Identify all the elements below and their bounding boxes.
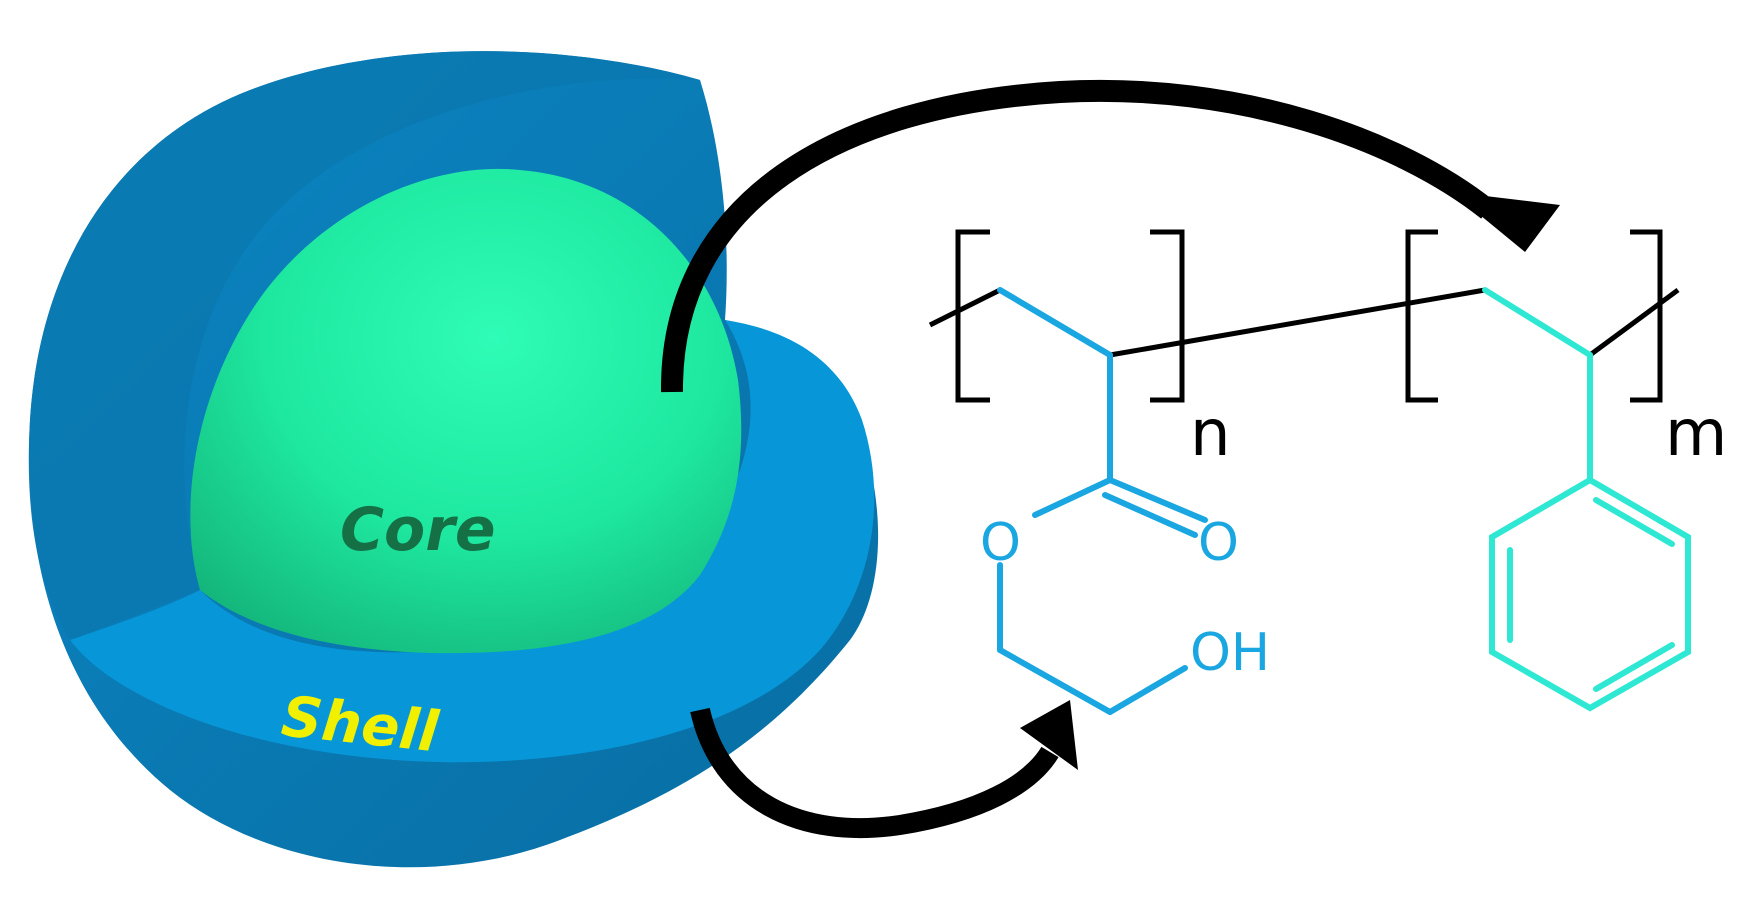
shell-arrow-head: [1020, 700, 1078, 770]
phema-c-to-o-ester: [1032, 477, 1113, 518]
styrene-unit: [1482, 287, 1691, 712]
phema-ester-oxygen: O: [980, 513, 1021, 573]
bracket-m-left: [1405, 229, 1438, 403]
backbone-linker: [1109, 287, 1486, 358]
styrene-ch2: [1482, 287, 1593, 358]
phema-c-double-o-1: [1107, 477, 1208, 523]
shell-to-pheoma-arrow: [690, 707, 1059, 839]
phema-unit: [997, 287, 1208, 715]
arrows: [660, 79, 1560, 839]
phema-c-double-o-2: [1102, 492, 1198, 538]
bracket-n-right: [1150, 229, 1185, 403]
bracket-n: [955, 229, 1185, 403]
phema-ch2-to-oh: [1107, 665, 1188, 715]
core-shell-particle: Core Shell: [28, 51, 879, 868]
backbone-bonds: [928, 287, 1680, 358]
shell-cut-wall: [28, 51, 700, 640]
phema-ch2: [997, 287, 1113, 358]
backbone-right-end: [1588, 287, 1680, 358]
styrene-double-bond-1: [1593, 497, 1675, 547]
styrene-benzene-ring: [1489, 476, 1691, 712]
subscript-n: n: [1190, 397, 1231, 471]
phema-carbonyl-oxygen: O: [1198, 513, 1239, 573]
shell-top-face: [70, 320, 875, 763]
bracket-m-right: [1630, 229, 1663, 403]
backbone-left-end: [928, 287, 1002, 328]
styrene-double-bond-2: [1593, 642, 1675, 692]
phema-ch2-ch2: [997, 647, 1113, 715]
bracket-n-left: [955, 229, 990, 403]
core-arrow-head: [1452, 192, 1560, 252]
bracket-m: [1405, 229, 1663, 403]
copolymer-structure: n m O O OH: [928, 229, 1727, 715]
core-to-styrene-arrow: [660, 79, 1495, 393]
core-hemisphere: [190, 168, 742, 654]
subscript-m: m: [1665, 397, 1727, 471]
core-label: Core: [340, 495, 496, 565]
phema-hydroxyl: OH: [1190, 623, 1270, 683]
